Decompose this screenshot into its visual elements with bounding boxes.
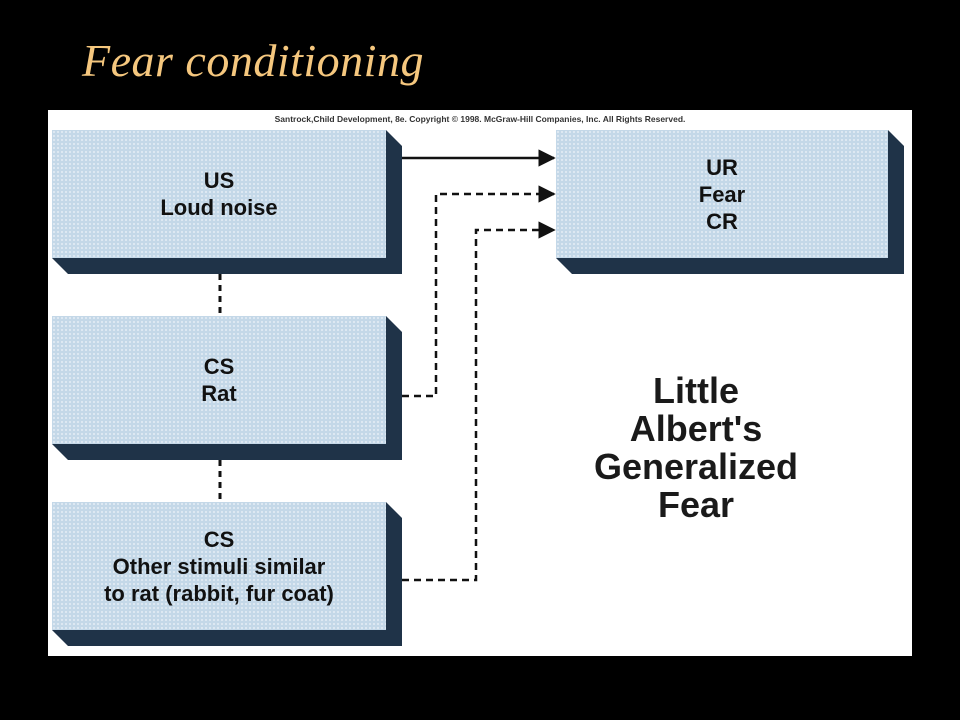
caption-line-4: Fear (657, 484, 735, 525)
box-response: UR Fear CR (556, 130, 888, 258)
box-us-description: Loud noise (160, 195, 278, 220)
box-us: US Loud noise (52, 130, 386, 258)
box-cs-other: CS Other stimuli similar to rat (rabbit,… (52, 502, 386, 630)
diagram-graphics (52, 130, 904, 646)
slide-title: Fear conditioning (82, 35, 424, 86)
box-cs-other-description-1: Other stimuli similar (112, 553, 326, 579)
box-cs-other-description-2: to rat (rabbit, fur coat) (104, 580, 334, 606)
arrow-cs-rat-to-fear (402, 185, 556, 398)
caption-line-2: Albert's (629, 408, 763, 449)
diagram-panel: Santrock,Child Development, 8e. Copyrigh… (48, 110, 912, 656)
copyright-notice: Santrock,Child Development, 8e. Copyrigh… (274, 114, 686, 124)
caption-line-3: Generalized (593, 446, 799, 487)
box-cs-other-shadow (52, 502, 402, 646)
caption-line-1: Little (653, 370, 739, 411)
box-us-label: US (203, 168, 235, 193)
box-response-fear: Fear (698, 181, 746, 207)
figure-caption: Little Albert's Generalized Fear (526, 372, 866, 524)
box-cs-rat: CS Rat (52, 316, 386, 444)
box-response-cr: CR (706, 208, 738, 234)
box-response-ur: UR (706, 154, 738, 180)
box-cs-rat-description: Rat (201, 381, 237, 406)
box-response-shadow (556, 130, 904, 274)
box-cs-rat-shadow (52, 316, 402, 460)
box-us-shadow (52, 130, 402, 274)
arrow-cs-other-to-cr (402, 221, 556, 582)
box-cs-rat-label: CS (203, 354, 235, 379)
box-cs-other-label: CS (203, 526, 235, 552)
